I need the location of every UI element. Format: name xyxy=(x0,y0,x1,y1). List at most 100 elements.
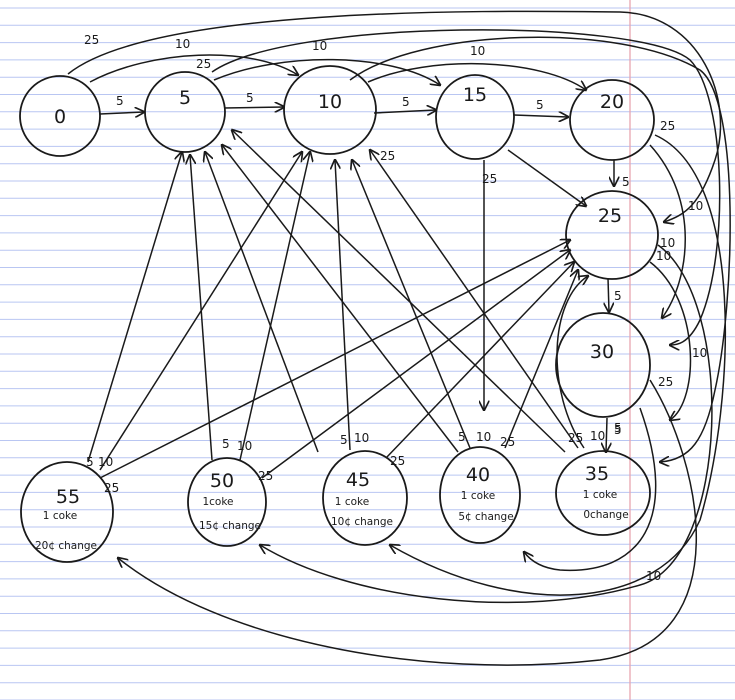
edge-30-to-55 xyxy=(118,379,698,666)
state-15-label: 15 xyxy=(463,84,487,106)
edge-50-to-5 xyxy=(190,155,213,461)
edge-label-15-40: 25 xyxy=(482,172,497,186)
edge-45-to-10 xyxy=(335,160,351,451)
edge-50-to-25 xyxy=(261,250,570,479)
state-40-label: 40 xyxy=(466,464,490,486)
edge-label-15-25: 10 xyxy=(688,199,703,213)
state-50-note-coke: 1coke xyxy=(202,496,233,508)
edge-25-to-30 xyxy=(608,277,609,312)
state-10-label: 10 xyxy=(318,91,342,113)
edge-label-55-10: 10 xyxy=(98,455,113,469)
edge-label-55-25: 25 xyxy=(104,481,119,495)
edge-label-50-25: 25 xyxy=(258,469,273,483)
edge-35-to-10 xyxy=(370,150,579,449)
edge-10-to-20 xyxy=(367,62,586,90)
edge-30-to-40 xyxy=(524,407,657,572)
edge-30-to-35 xyxy=(606,417,607,452)
state-55-note-coke: 1 coke xyxy=(43,510,77,522)
edge-label-0-10: 10 xyxy=(175,37,190,51)
edge-15-to-25 xyxy=(507,149,586,206)
edge-5-to-10 xyxy=(223,107,284,108)
edge-label-30-55: 25 xyxy=(658,375,673,389)
edge-label-40-5: 5 xyxy=(458,430,466,444)
state-35-note-change: 0change xyxy=(583,509,628,521)
state-20-circle xyxy=(569,79,655,161)
edge-label-5-10: 5 xyxy=(246,91,254,105)
edge-label-0-5: 5 xyxy=(116,94,124,108)
edge-50-to-10 xyxy=(239,152,310,461)
edge-label-45-10: 10 xyxy=(354,431,369,445)
state-labels: 0 5 10 15 20 25 30 35 40 45 50 55 xyxy=(54,84,624,508)
transition-edges xyxy=(67,10,731,666)
edge-15-to-20 xyxy=(513,115,568,117)
edge-40-to-25 xyxy=(504,270,578,449)
edge-label-40-25: 25 xyxy=(500,435,515,449)
state-circles xyxy=(19,65,659,563)
state-10-circle xyxy=(283,65,377,155)
state-45-note-change: 10¢ change xyxy=(331,516,393,528)
edge-labels: 5 5 5 5 5 5 5 25 10 10 10 25 25 25 25 10… xyxy=(84,33,707,583)
state-50-note-change: 15¢ change xyxy=(199,520,261,532)
state-40-note-coke: 1 coke xyxy=(461,490,495,502)
state-35-label: 35 xyxy=(585,463,609,485)
edge-label-10-35: 25 xyxy=(380,149,395,163)
state-55-circle xyxy=(20,461,114,563)
edge-label-5-30: 25 xyxy=(196,57,211,71)
edge-35-to-5 xyxy=(232,130,566,453)
state-50-circle xyxy=(187,457,267,547)
state-40-note-change: 5¢ change xyxy=(458,511,513,523)
edge-label-50-10: 10 xyxy=(237,439,252,453)
state-45-circle xyxy=(322,450,408,546)
edge-label-50-5: 5 xyxy=(222,437,230,451)
edge-20-to-45 xyxy=(390,134,727,596)
state-45-label: 45 xyxy=(346,469,370,491)
edge-label-55-5: 5 xyxy=(86,455,94,469)
edge-label-20-45: 25 xyxy=(660,119,675,133)
state-20-label: 20 xyxy=(600,91,624,113)
state-45-note-coke: 1 coke xyxy=(335,496,369,508)
edge-label-15-20: 5 xyxy=(536,98,544,112)
edge-0-to-10 xyxy=(89,54,298,83)
edge-label-30-40: 10 xyxy=(692,346,707,360)
state-25-label: 25 xyxy=(598,205,622,227)
edge-25-to-35 xyxy=(649,261,692,420)
state-15-circle xyxy=(435,74,515,160)
state-notes: 1 coke 0change 1 coke 5¢ change 1 coke 1… xyxy=(35,489,629,552)
edge-label-35-10: 10 xyxy=(590,429,605,443)
state-0-label: 0 xyxy=(54,106,66,128)
edge-label-25-35: 10 xyxy=(656,249,671,263)
edge-10-to-35 xyxy=(349,36,731,462)
edge-label-bottom-10: 10 xyxy=(646,569,661,583)
edge-25-to-50 xyxy=(260,244,713,604)
state-5-circle xyxy=(144,71,226,153)
edge-0-to-25 xyxy=(67,10,722,222)
edge-label-25-30: 5 xyxy=(614,289,622,303)
edge-45-to-25 xyxy=(385,262,574,459)
edge-label-35-5: 5 xyxy=(614,421,622,435)
edge-label-10-15: 5 xyxy=(402,95,410,109)
state-30-label: 30 xyxy=(590,341,614,363)
edge-55-to-5 xyxy=(87,152,182,463)
edge-label-10-20: 10 xyxy=(470,44,485,58)
edge-label-20-25: 5 xyxy=(622,175,630,189)
edge-label-45-25: 25 xyxy=(390,454,405,468)
edge-label-40-10: 10 xyxy=(476,430,491,444)
edge-55-to-25 xyxy=(99,240,570,479)
edge-45-to-5 xyxy=(205,152,319,453)
edge-40-to-5 xyxy=(222,145,459,453)
edge-5-to-15 xyxy=(213,58,440,85)
state-55-label: 55 xyxy=(56,486,80,508)
state-50-label: 50 xyxy=(210,470,234,492)
edge-label-45-5: 5 xyxy=(340,433,348,447)
state-40-circle xyxy=(439,446,521,544)
edge-20-to-30 xyxy=(649,144,686,318)
edge-label-0-25: 25 xyxy=(84,33,99,47)
edge-0-to-5 xyxy=(99,112,144,114)
state-0-circle xyxy=(19,75,101,157)
state-35-note-coke: 1 coke xyxy=(583,489,617,501)
edge-label-35-25: 25 xyxy=(568,431,583,445)
state-30-circle xyxy=(555,312,651,418)
